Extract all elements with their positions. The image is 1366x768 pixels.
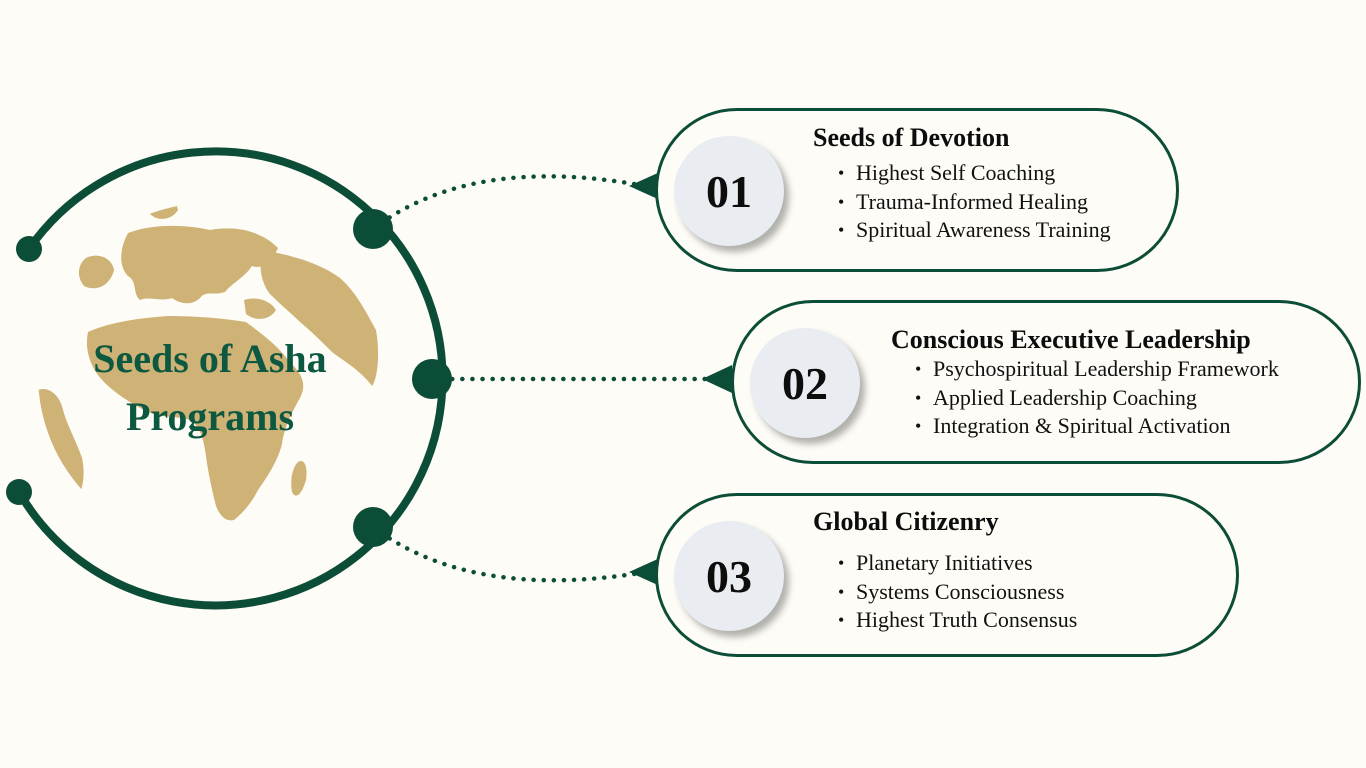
program-item: Spiritual Awareness Training	[838, 216, 1111, 245]
program-title: Global Citizenry	[813, 507, 999, 536]
program-number-badge: 01	[674, 136, 784, 246]
program-item: Highest Truth Consensus	[838, 606, 1077, 635]
program-item: Trauma-Informed Healing	[838, 188, 1111, 217]
globe-icon	[38, 203, 379, 521]
program-item-list: Highest Self Coaching Trauma-Informed He…	[838, 159, 1111, 245]
connector-01	[370, 172, 660, 232]
program-item-list: Planetary Initiatives Systems Consciousn…	[838, 549, 1077, 635]
program-title: Seeds of Devotion	[813, 123, 1010, 152]
program-title: Conscious Executive Leadership	[891, 325, 1251, 354]
program-number-badge: 02	[750, 328, 860, 438]
connector-02	[429, 365, 732, 393]
program-item: Highest Self Coaching	[838, 159, 1111, 188]
program-item: Planetary Initiatives	[838, 549, 1077, 578]
program-number-badge: 03	[674, 521, 784, 631]
hub-title: Seeds of Asha Programs	[50, 330, 370, 446]
program-card-01: 01 Seeds of Devotion Highest Self Coachi…	[655, 108, 1179, 272]
hub-ring	[6, 147, 452, 610]
program-card-03: 03 Global Citizenry Planetary Initiative…	[655, 493, 1239, 657]
program-card-02: 02 Conscious Executive Leadership Psycho…	[731, 300, 1361, 464]
program-item: Applied Leadership Coaching	[915, 384, 1279, 413]
hub-title-line-1: Seeds of Asha	[93, 336, 327, 381]
program-item: Integration & Spiritual Activation	[915, 412, 1279, 441]
hub-title-line-2: Programs	[125, 394, 295, 439]
program-item: Systems Consciousness	[838, 578, 1077, 607]
connector-03	[370, 524, 660, 586]
program-item-list: Psychospiritual Leadership Framework App…	[915, 355, 1279, 441]
program-item: Psychospiritual Leadership Framework	[915, 355, 1279, 384]
